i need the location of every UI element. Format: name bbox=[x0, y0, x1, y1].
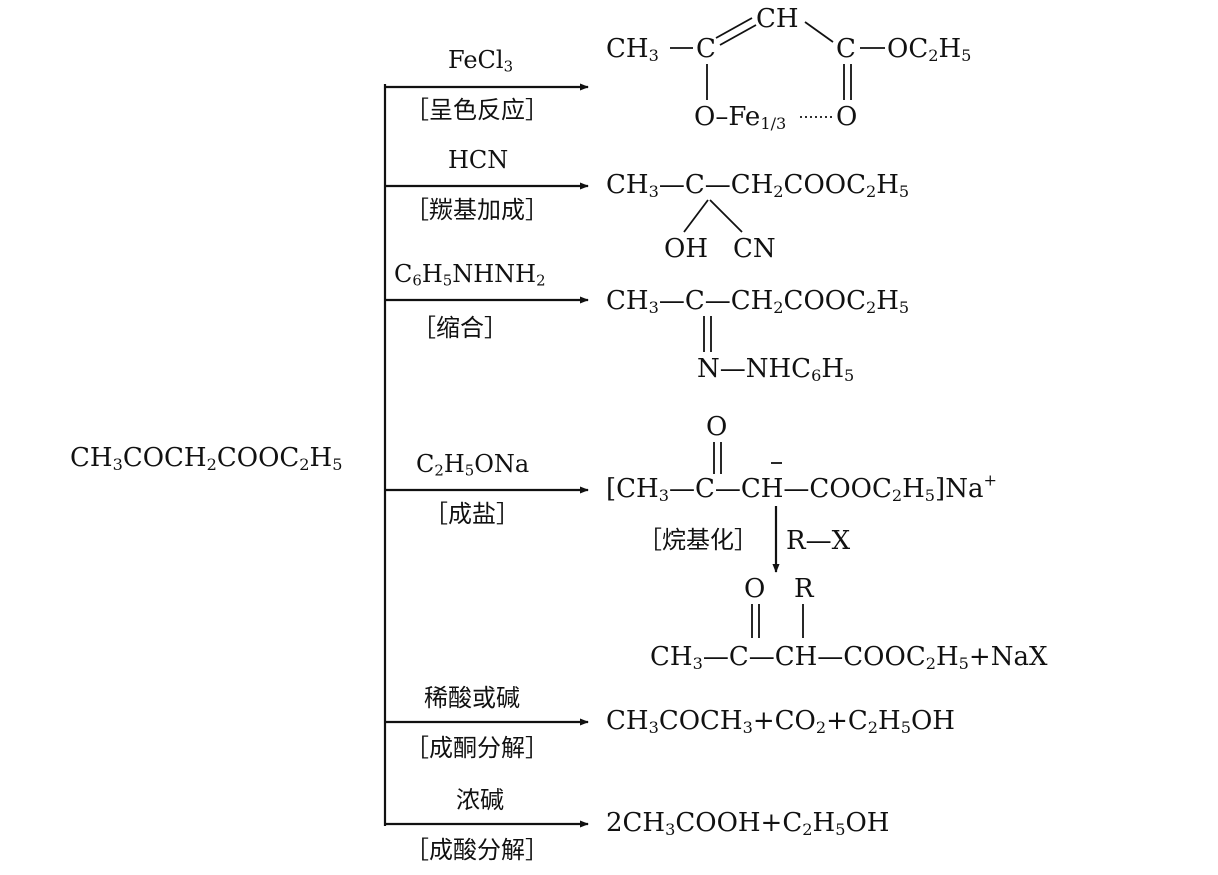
cyanohydrin-main-chain: CH3—C—CH2COOC2H5 bbox=[606, 170, 910, 202]
enolate-salt-main: [CH3—C—CH—COOC2H5]Na+ bbox=[606, 470, 997, 506]
reagent-hcn: HCN bbox=[448, 146, 509, 174]
bond-c1-ch-double-a bbox=[715, 17, 753, 39]
reaction-type-carbonyl-addition: ［羰基加成］ bbox=[405, 196, 549, 224]
bond-c1-ch-double-b bbox=[719, 24, 757, 46]
reaction-type-ketonic-cleavage: ［成酮分解］ bbox=[405, 734, 549, 762]
fe-complex-ch3: CH3 bbox=[606, 34, 659, 66]
enolate-o: O bbox=[706, 412, 728, 442]
alkylated-product-main: CH3—C—CH—COOC2H5+NaX bbox=[650, 642, 1048, 674]
hydrazone-n-substituent: N—NHC6H5 bbox=[697, 354, 855, 386]
cyanohydrin-oh: OH bbox=[664, 234, 708, 264]
reagent-concentrated-base: 浓碱 bbox=[456, 786, 504, 814]
reaction-type-color: ［呈色反应］ bbox=[405, 96, 549, 124]
bond-ch-c2 bbox=[804, 21, 834, 43]
hydrazone-main-chain: CH3—C—CH2COOC2H5 bbox=[606, 286, 910, 318]
alkylated-o: O bbox=[744, 574, 766, 604]
fe-complex-ch: CH bbox=[756, 4, 799, 34]
product-ketonic-cleavage: CH3COCH3+CO2+C2H5OH bbox=[606, 706, 955, 738]
reagent-phenylhydrazine: C6H5NHNH2 bbox=[394, 260, 546, 290]
reactant-ethyl-acetoacetate: CH3COCH2COOC2H5 bbox=[70, 443, 343, 475]
reaction-type-condensation: ［缩合］ bbox=[412, 314, 508, 342]
bond-c-oh bbox=[683, 199, 709, 233]
reaction-type-alkylation: ［烷基化］ bbox=[638, 526, 758, 554]
bond-c-cn bbox=[709, 199, 743, 233]
reagent-fecl3: FeCl3 bbox=[448, 46, 514, 76]
reagent-sodium-ethoxide: C2H5ONa bbox=[416, 450, 530, 480]
fe-complex-o: O bbox=[836, 102, 858, 132]
fe-complex-o-fe: O–Fe1/3 bbox=[694, 102, 787, 134]
cyanohydrin-cn: CN bbox=[733, 234, 776, 264]
fe-complex-oc2h5: OC2H5 bbox=[887, 34, 972, 66]
fe-complex-c2: C bbox=[836, 34, 856, 64]
reagent-alkyl-halide: R—X bbox=[786, 526, 851, 556]
fe-complex-c1: C bbox=[696, 34, 716, 64]
reaction-type-salt-formation: ［成盐］ bbox=[424, 500, 520, 528]
reaction-type-acid-cleavage: ［成酸分解］ bbox=[405, 836, 549, 864]
alkylated-r: R bbox=[794, 574, 814, 604]
reagent-dilute-acid-or-base: 稀酸或碱 bbox=[424, 684, 520, 712]
product-acid-cleavage: 2CH3COOH+C2H5OH bbox=[606, 808, 890, 840]
